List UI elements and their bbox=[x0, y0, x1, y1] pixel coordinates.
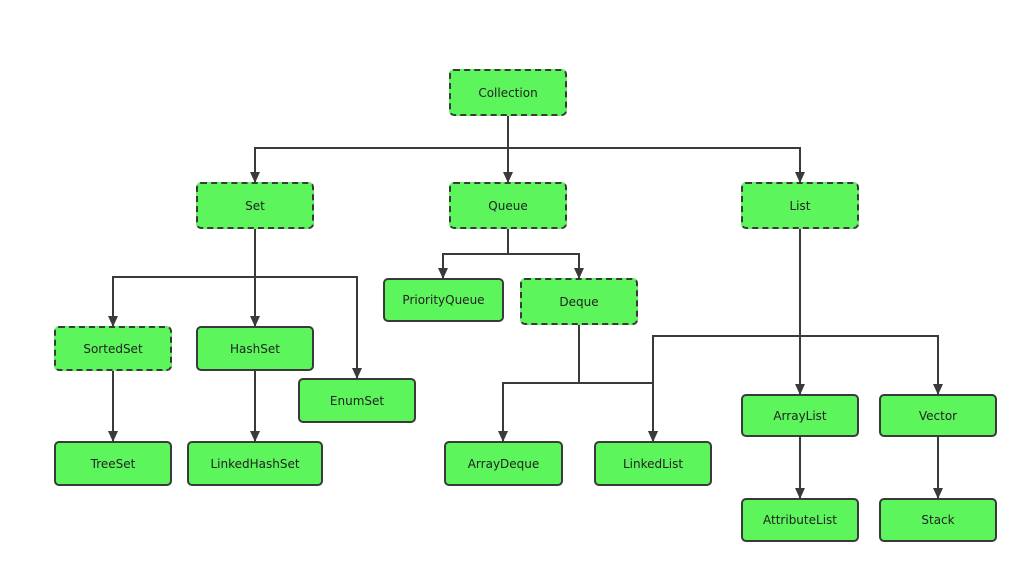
node-treeset: TreeSet bbox=[54, 441, 172, 486]
edge-list-to-vector bbox=[800, 335, 943, 395]
node-hashset: HashSet bbox=[196, 326, 314, 371]
edge-set-to-enumset bbox=[255, 276, 362, 379]
node-queue: Queue bbox=[449, 182, 567, 229]
edge-list-to-linkedlist bbox=[648, 335, 800, 442]
node-arraydeque: ArrayDeque bbox=[444, 441, 563, 486]
node-stack: Stack bbox=[879, 498, 997, 542]
edge-deque-to-linkedlist bbox=[579, 382, 658, 442]
node-enumset: EnumSet bbox=[298, 378, 416, 423]
node-collection: Collection bbox=[449, 69, 567, 116]
node-set: Set bbox=[196, 182, 314, 229]
node-vector: Vector bbox=[879, 394, 997, 437]
node-deque: Deque bbox=[520, 278, 638, 325]
node-sortedset: SortedSet bbox=[54, 326, 172, 371]
edge-queue-to-priorityqueue bbox=[438, 229, 509, 279]
node-linkedlist: LinkedList bbox=[594, 441, 712, 486]
node-linkedhashset: LinkedHashSet bbox=[187, 441, 323, 486]
node-attributelist: AttributeList bbox=[741, 498, 859, 542]
node-arraylist: ArrayList bbox=[741, 394, 859, 437]
edge-queue-to-deque bbox=[508, 253, 584, 279]
edge-collection-to-list bbox=[508, 147, 805, 183]
node-list: List bbox=[741, 182, 859, 229]
edge-deque-to-arraydeque bbox=[498, 325, 580, 442]
edge-collection-to-set bbox=[250, 116, 509, 183]
edge-set-to-sortedset bbox=[108, 229, 256, 327]
node-priorityqueue: PriorityQueue bbox=[383, 278, 504, 322]
